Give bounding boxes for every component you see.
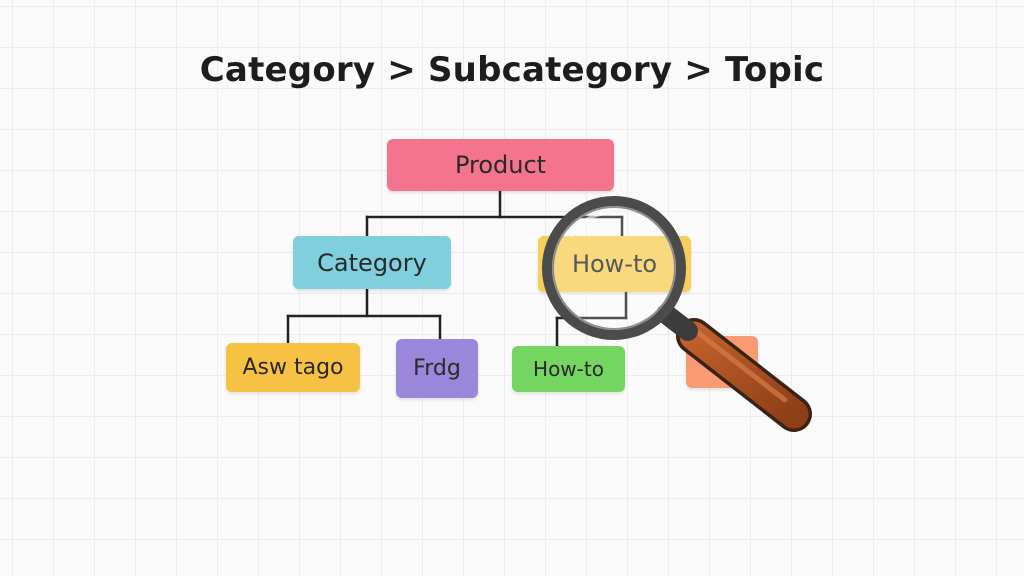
node-leaf-how-to: How-to bbox=[512, 346, 625, 392]
node-category: Category bbox=[293, 236, 451, 289]
node-product-label: Product bbox=[454, 151, 547, 179]
node-product: Product bbox=[387, 139, 614, 191]
page-title: Category > Subcategory > Topic bbox=[199, 50, 825, 90]
node-category-label: Category bbox=[317, 248, 427, 277]
node-leaf-purple-label: Frdg bbox=[413, 356, 461, 381]
node-leaf-yellow: Asw tago bbox=[226, 343, 360, 392]
node-how-to-label: How-to bbox=[571, 250, 658, 278]
node-leaf-yellow-label: Asw tago bbox=[242, 355, 344, 380]
node-leaf-purple: Frdg bbox=[396, 339, 478, 398]
magnifier-neck bbox=[656, 304, 698, 341]
magnifier-lens bbox=[547, 201, 681, 335]
node-how-to: How-to bbox=[538, 236, 691, 292]
node-leaf-how-to-label: How-to bbox=[533, 357, 604, 381]
